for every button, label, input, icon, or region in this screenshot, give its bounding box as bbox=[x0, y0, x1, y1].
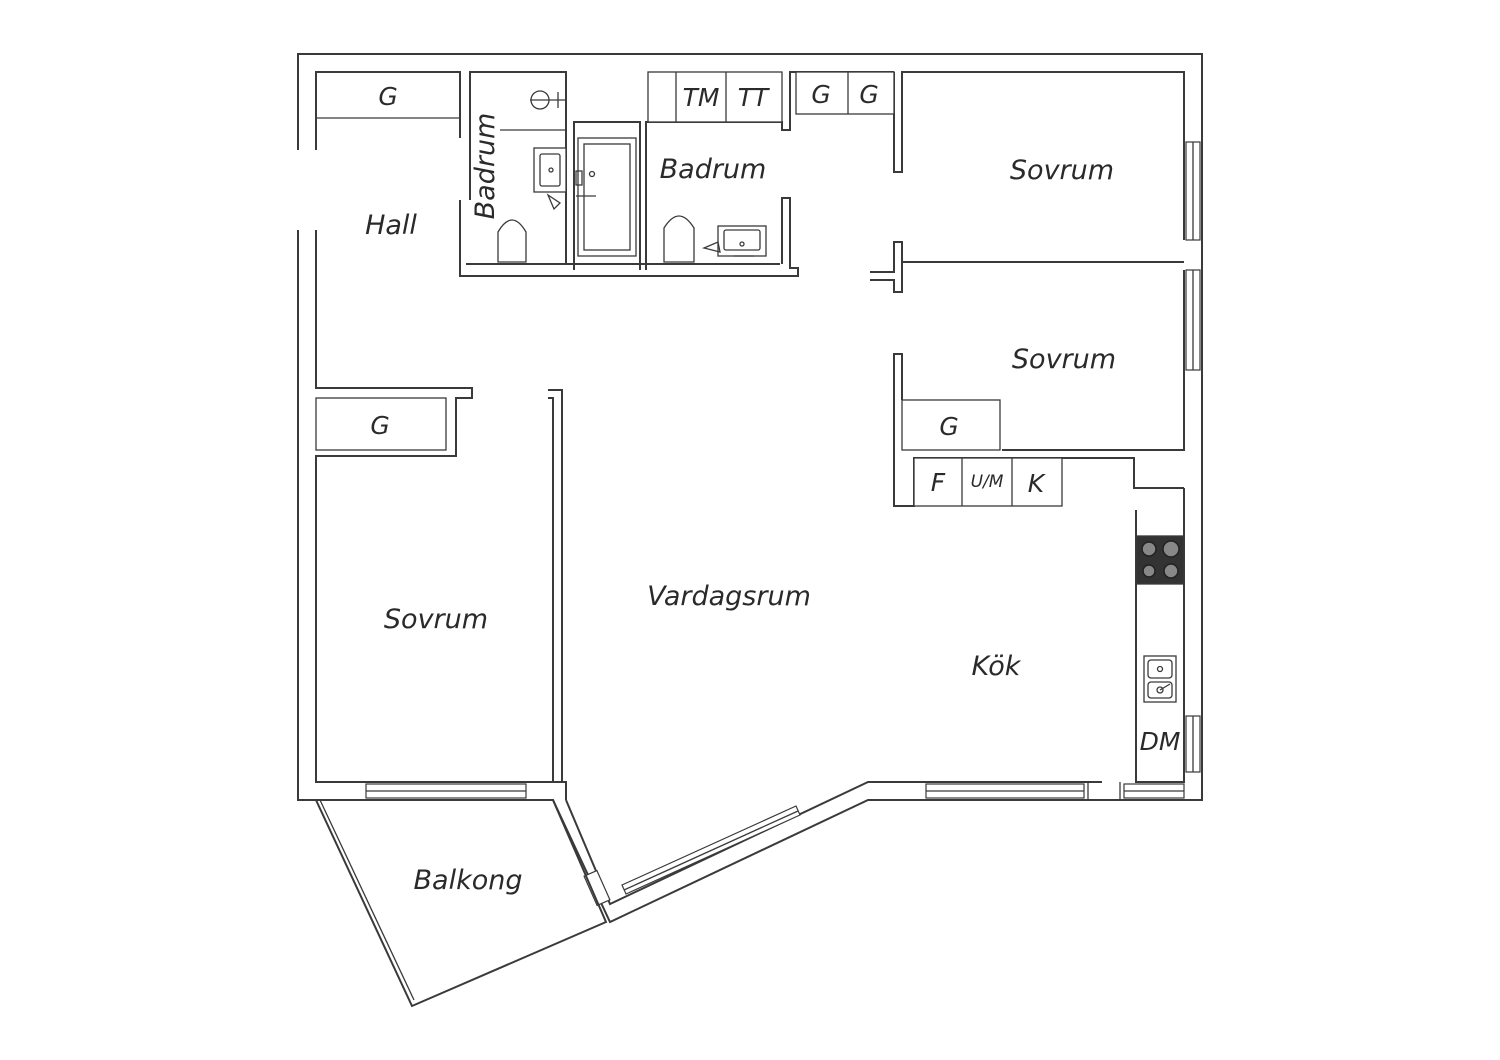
small-bath-fixtures bbox=[497, 90, 567, 263]
closet-label-bedroom-middle: G bbox=[939, 412, 958, 441]
laundry-label-washer: TM bbox=[683, 83, 720, 112]
kitchen-counter bbox=[1135, 535, 1185, 703]
room-label-bedroom-top: Sovrum bbox=[1010, 155, 1114, 186]
closet-label-hall: G bbox=[378, 82, 397, 111]
washbasin-icon bbox=[701, 225, 767, 257]
bathtub-icon bbox=[575, 137, 637, 257]
room-label-living-room: Vardagsrum bbox=[647, 581, 811, 612]
toilet-icon bbox=[663, 215, 695, 263]
interior-walls bbox=[459, 71, 1184, 783]
storage-labels: G TM TT G G G G F U/M K DM bbox=[370, 80, 1180, 756]
sink-icon bbox=[1143, 655, 1177, 703]
closet-label-top-2: G bbox=[859, 80, 878, 109]
closet-label-top-1: G bbox=[811, 80, 830, 109]
room-label-bedroom-left: Sovrum bbox=[384, 604, 488, 635]
room-label-balcony: Balkong bbox=[414, 865, 523, 896]
closet-label-bedroom-left: G bbox=[370, 411, 389, 440]
room-label-kitchen: Kök bbox=[972, 651, 1022, 682]
laundry-label-dryer: TT bbox=[738, 83, 770, 112]
appliance-label-freezer: K bbox=[1028, 469, 1047, 498]
toilet-icon bbox=[497, 219, 527, 263]
storage-boxes bbox=[315, 71, 1063, 507]
washbasin-icon bbox=[533, 147, 567, 211]
windows bbox=[365, 141, 1201, 907]
appliance-label-fridge: F bbox=[931, 468, 946, 497]
large-bath-fixtures bbox=[575, 137, 767, 263]
balcony-outline bbox=[314, 799, 608, 1008]
room-label-bath-large: Badrum bbox=[660, 154, 767, 185]
room-label-bath-small: Badrum bbox=[470, 113, 501, 220]
appliance-label-oven-micro: U/M bbox=[971, 472, 1004, 492]
room-label-hall: Hall bbox=[365, 210, 417, 241]
room-labels: Hall Badrum Badrum Sovrum Sovrum Sovrum … bbox=[365, 113, 1116, 896]
shower-icon bbox=[500, 90, 566, 131]
room-label-bedroom-middle: Sovrum bbox=[1012, 344, 1116, 375]
appliance-label-dishwasher: DM bbox=[1140, 727, 1181, 756]
